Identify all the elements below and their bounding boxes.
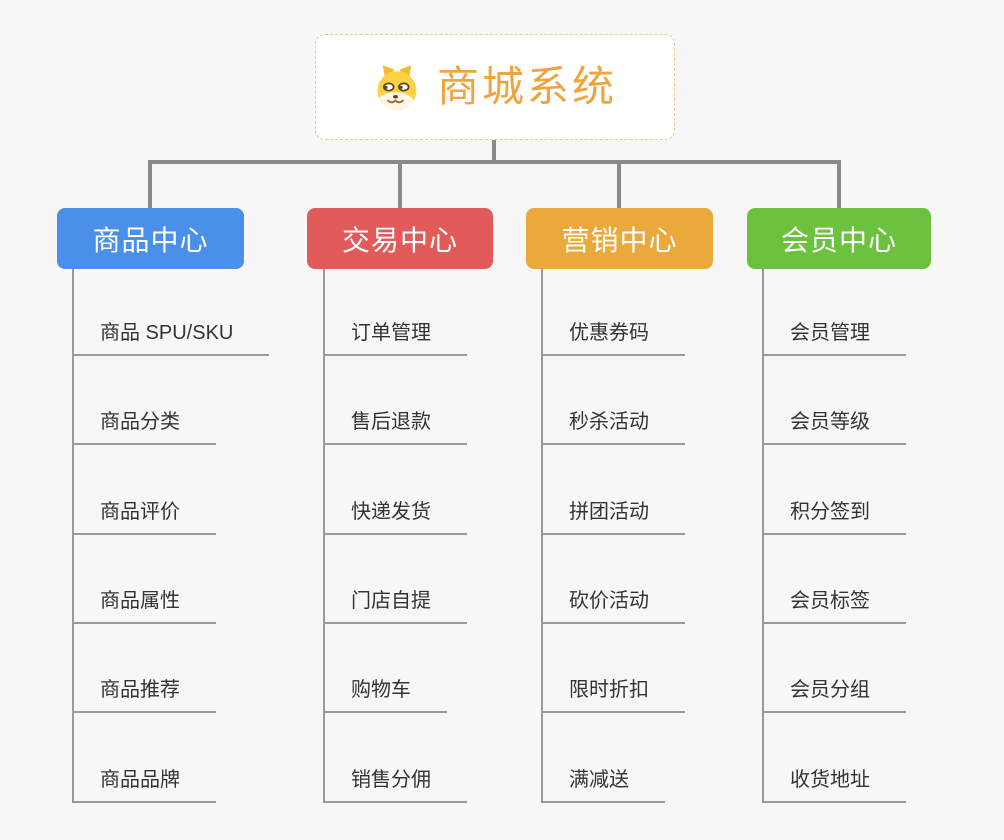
topic-item[interactable]: 快递发货 bbox=[323, 501, 467, 535]
connector-drop bbox=[148, 160, 152, 208]
topic-item[interactable]: 商品推荐 bbox=[72, 679, 216, 713]
topic-item[interactable]: 积分签到 bbox=[762, 501, 906, 535]
topic-item[interactable]: 优惠券码 bbox=[541, 322, 685, 356]
topic-item[interactable]: 会员分组 bbox=[762, 679, 906, 713]
topic-item[interactable]: 商品评价 bbox=[72, 501, 216, 535]
connector-drop bbox=[398, 160, 402, 208]
topic-item[interactable]: 会员标签 bbox=[762, 590, 906, 624]
topic-item[interactable]: 订单管理 bbox=[323, 322, 467, 356]
topic-item[interactable]: 拼团活动 bbox=[541, 501, 685, 535]
topic-item[interactable]: 商品 SPU/SKU bbox=[72, 322, 270, 356]
connector-drop bbox=[837, 160, 841, 208]
branch-spine bbox=[323, 269, 325, 801]
topic-item[interactable]: 商品属性 bbox=[72, 590, 216, 624]
connector-horizontal bbox=[148, 160, 841, 164]
topic-item[interactable]: 售后退款 bbox=[323, 411, 467, 445]
branch-node-marketing[interactable]: 营销中心 bbox=[526, 208, 713, 269]
doge-icon bbox=[377, 65, 417, 111]
branch-node-members[interactable]: 会员中心 bbox=[747, 208, 931, 269]
branch-node-products[interactable]: 商品中心 bbox=[57, 208, 244, 269]
branch-spine bbox=[541, 269, 543, 801]
branch-spine bbox=[72, 269, 74, 801]
topic-item[interactable]: 商品品牌 bbox=[72, 769, 216, 803]
topic-item[interactable]: 销售分佣 bbox=[323, 769, 467, 803]
topic-item[interactable]: 会员等级 bbox=[762, 411, 906, 445]
connector-stem bbox=[492, 140, 496, 162]
topic-item[interactable]: 门店自提 bbox=[323, 590, 467, 624]
topic-item[interactable]: 满减送 bbox=[541, 769, 665, 803]
topic-item[interactable]: 收货地址 bbox=[762, 769, 906, 803]
topic-item[interactable]: 秒杀活动 bbox=[541, 411, 685, 445]
topic-item[interactable]: 购物车 bbox=[323, 679, 447, 713]
connector-drop bbox=[617, 160, 621, 208]
branch-node-trade[interactable]: 交易中心 bbox=[307, 208, 493, 269]
topic-item[interactable]: 砍价活动 bbox=[541, 590, 685, 624]
topic-item[interactable]: 限时折扣 bbox=[541, 679, 685, 713]
topic-item[interactable]: 会员管理 bbox=[762, 322, 906, 356]
branch-spine bbox=[762, 269, 764, 801]
topic-item[interactable]: 商品分类 bbox=[72, 411, 216, 445]
root-node[interactable]: 商城系统 bbox=[315, 34, 675, 140]
root-title: 商城系统 bbox=[436, 63, 617, 110]
